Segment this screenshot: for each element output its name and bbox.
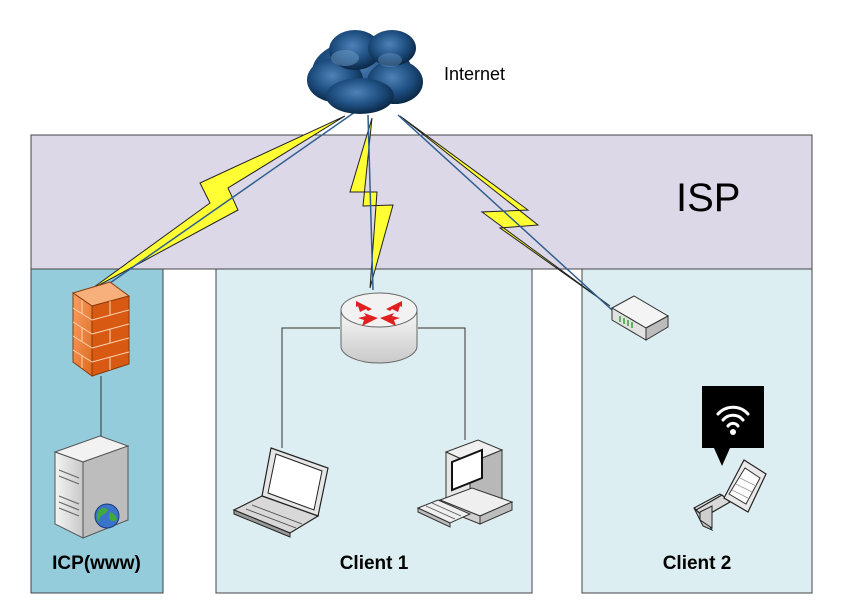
isp-label: ISP [676,176,741,220]
link-line [418,327,466,440]
desktop-icon [416,439,514,528]
globe-icon [94,503,120,529]
client1-label: Client 1 [339,553,409,574]
link-line [281,327,340,448]
lightning-bolt-client2 [399,115,611,307]
laptop-icon [232,447,329,538]
cloud-icon [307,30,423,114]
link-line [99,111,356,291]
link-line [397,114,613,311]
modem-icon [610,295,670,341]
router-icon [340,292,418,364]
lightning-bolt-client1 [349,117,394,289]
phone-icon [693,459,767,532]
wifi-icon [702,386,764,466]
firewall-icon [71,281,131,377]
client2-label: Client 2 [662,553,732,574]
icp-label: ICP(www) [52,553,141,574]
link-line [367,114,374,291]
internet-label: Internet [444,64,506,84]
